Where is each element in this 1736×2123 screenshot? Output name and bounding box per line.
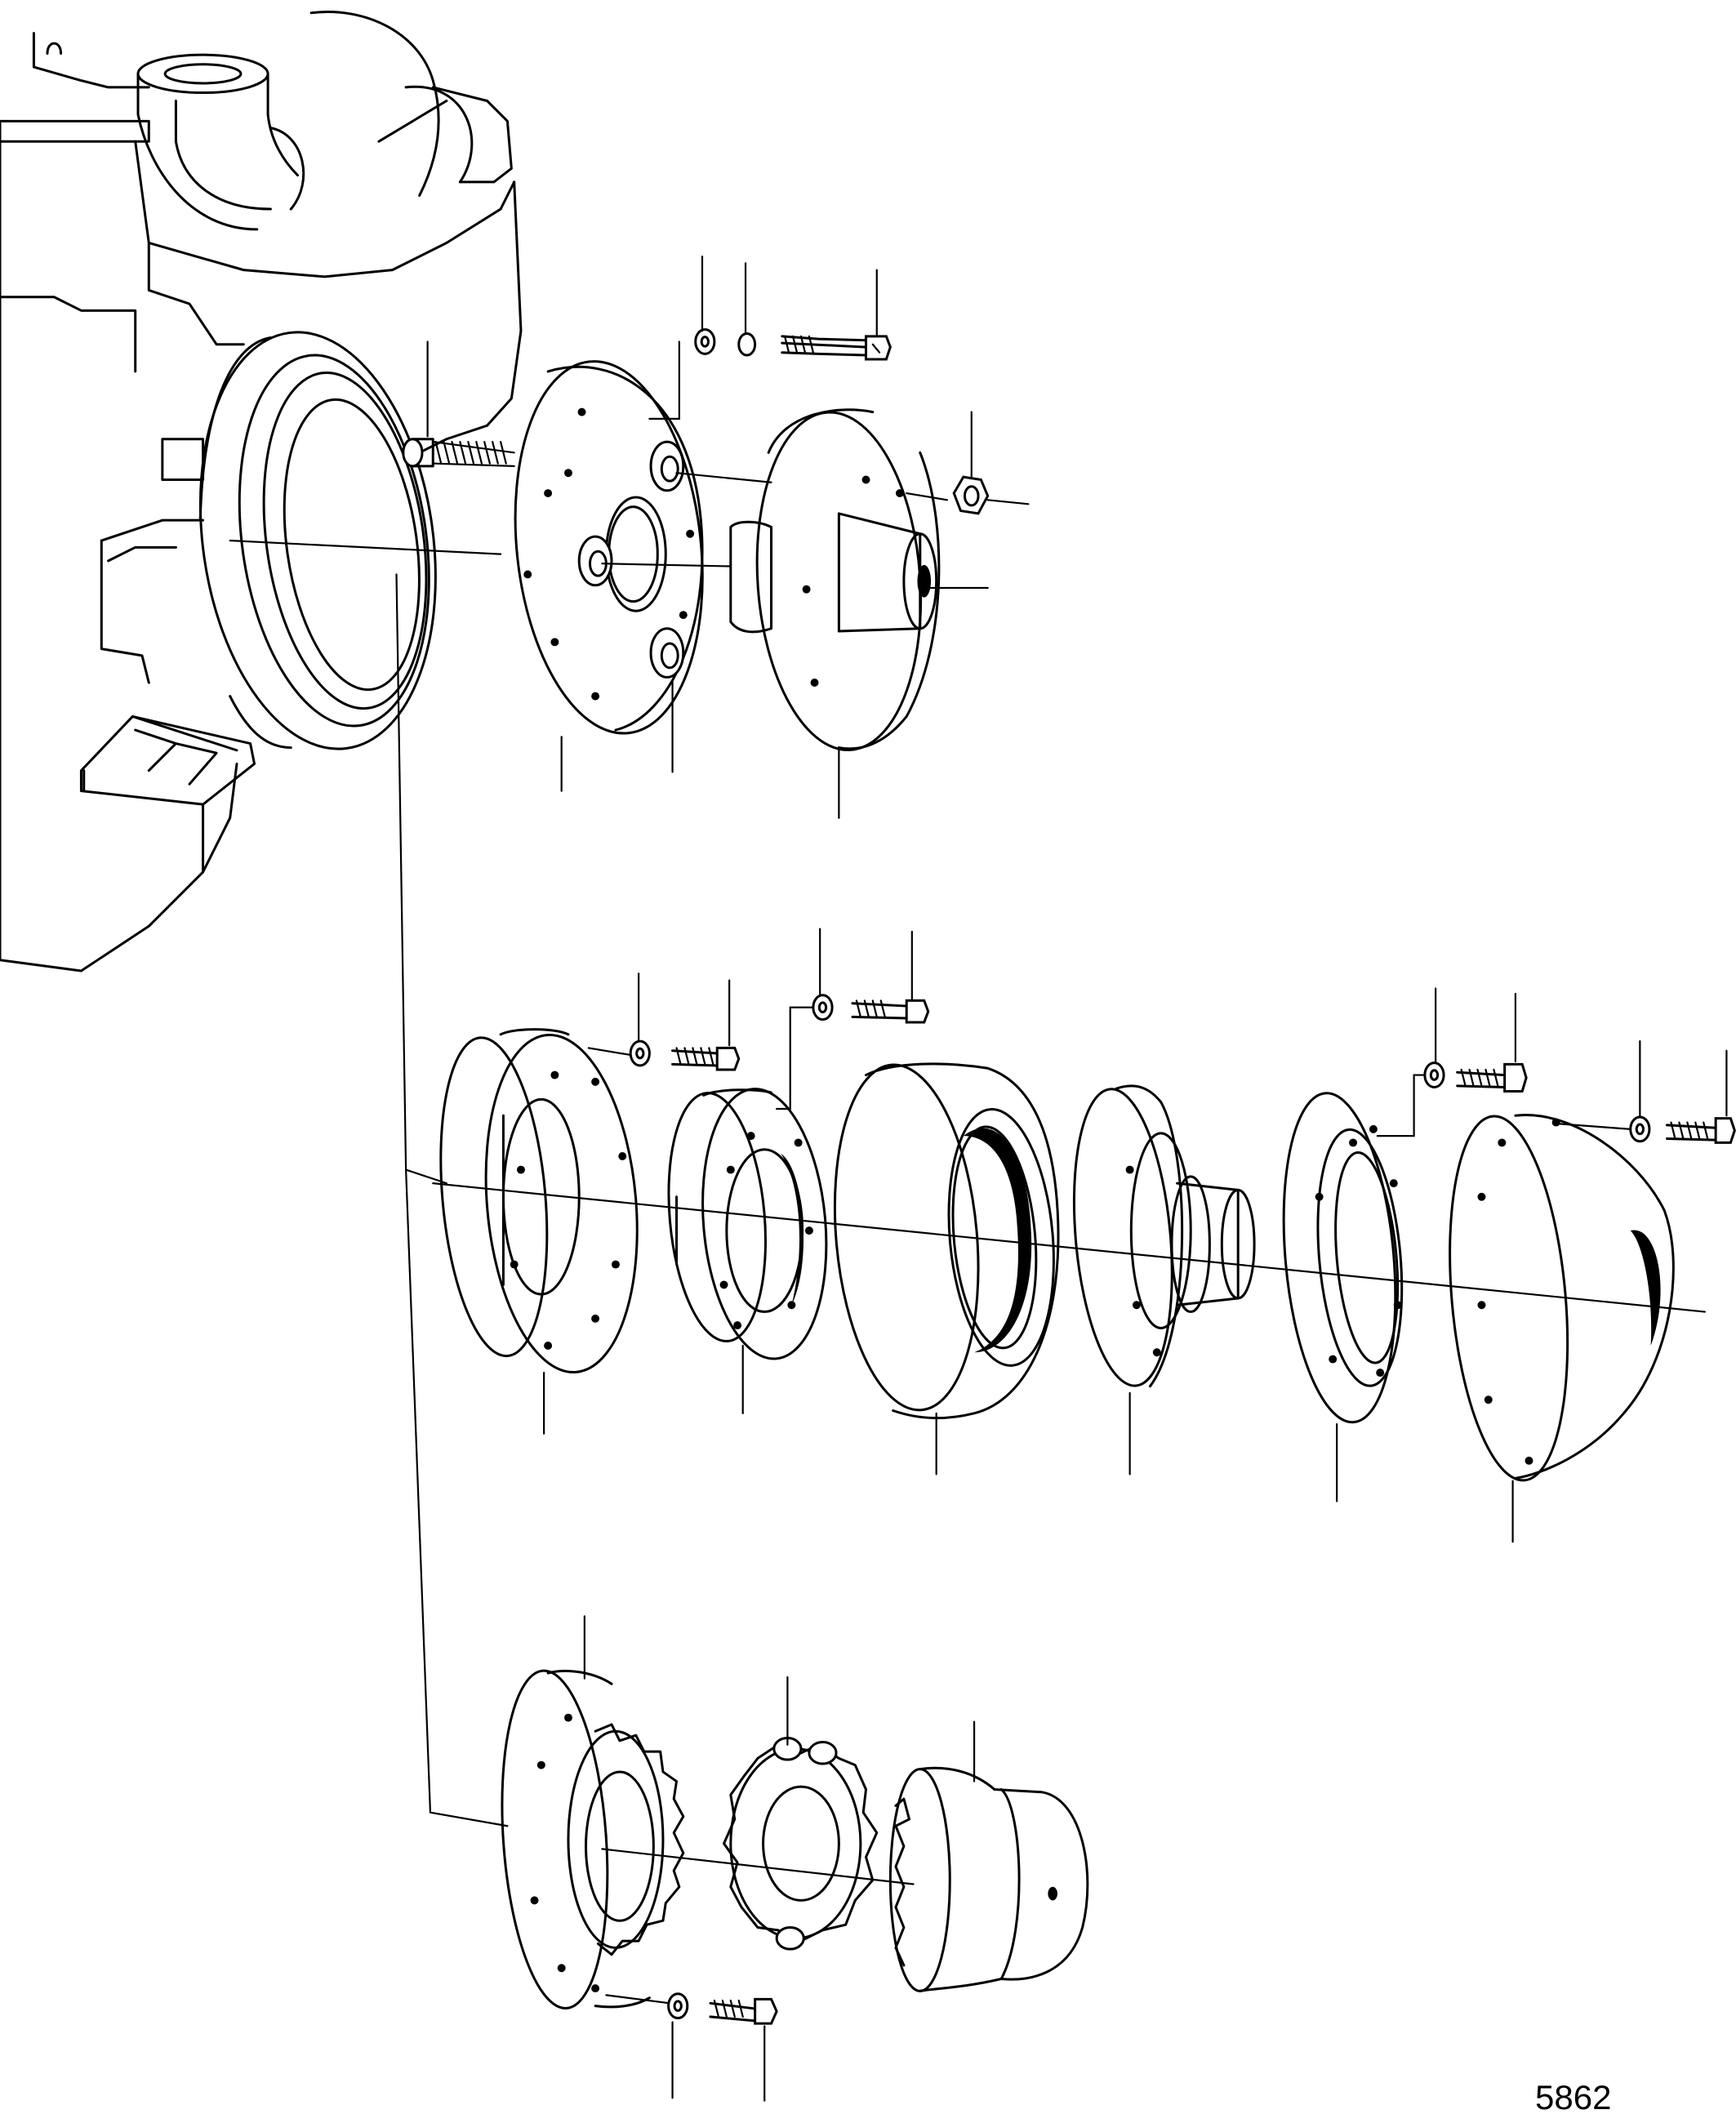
flange-bolt-set (649, 256, 890, 419)
ring-bolt-set (630, 973, 739, 1070)
clamp-ring (1271, 1075, 1427, 1502)
stud-bolt (403, 341, 514, 465)
jaw-hub (890, 1722, 1088, 1992)
flywheel-adapter-ring (429, 1029, 650, 1434)
bell-housing-flange (175, 317, 461, 764)
flexible-coupling-row (429, 929, 1734, 1542)
jaw-flange (492, 1616, 683, 2011)
clamp-bolt-set (1425, 989, 1526, 1092)
outlet-elbow (138, 55, 447, 229)
row2-axis-line (433, 1183, 1705, 1311)
cone-bolt-set (1631, 1041, 1735, 1142)
output-hub (1063, 1085, 1254, 1475)
cover-cone (1436, 1111, 1674, 1542)
spider-element (724, 1677, 877, 1949)
jaw-bolt-set (669, 1994, 777, 2101)
rubber-element (821, 1059, 1064, 1475)
spline-flange (659, 1008, 837, 1413)
figure-number: 5862 (1535, 2078, 1612, 2116)
assembly-axis-lines (230, 541, 508, 1826)
spline-bolt-set (813, 929, 928, 1022)
engine-housing (0, 12, 521, 971)
coupling-hub (602, 407, 987, 818)
hex-nut (954, 412, 1028, 514)
jaw-coupling-row (492, 1616, 1088, 2100)
row3-axis-line (602, 1849, 913, 1884)
adapter-flange (498, 352, 720, 790)
adapter-flange-row (403, 256, 1029, 818)
